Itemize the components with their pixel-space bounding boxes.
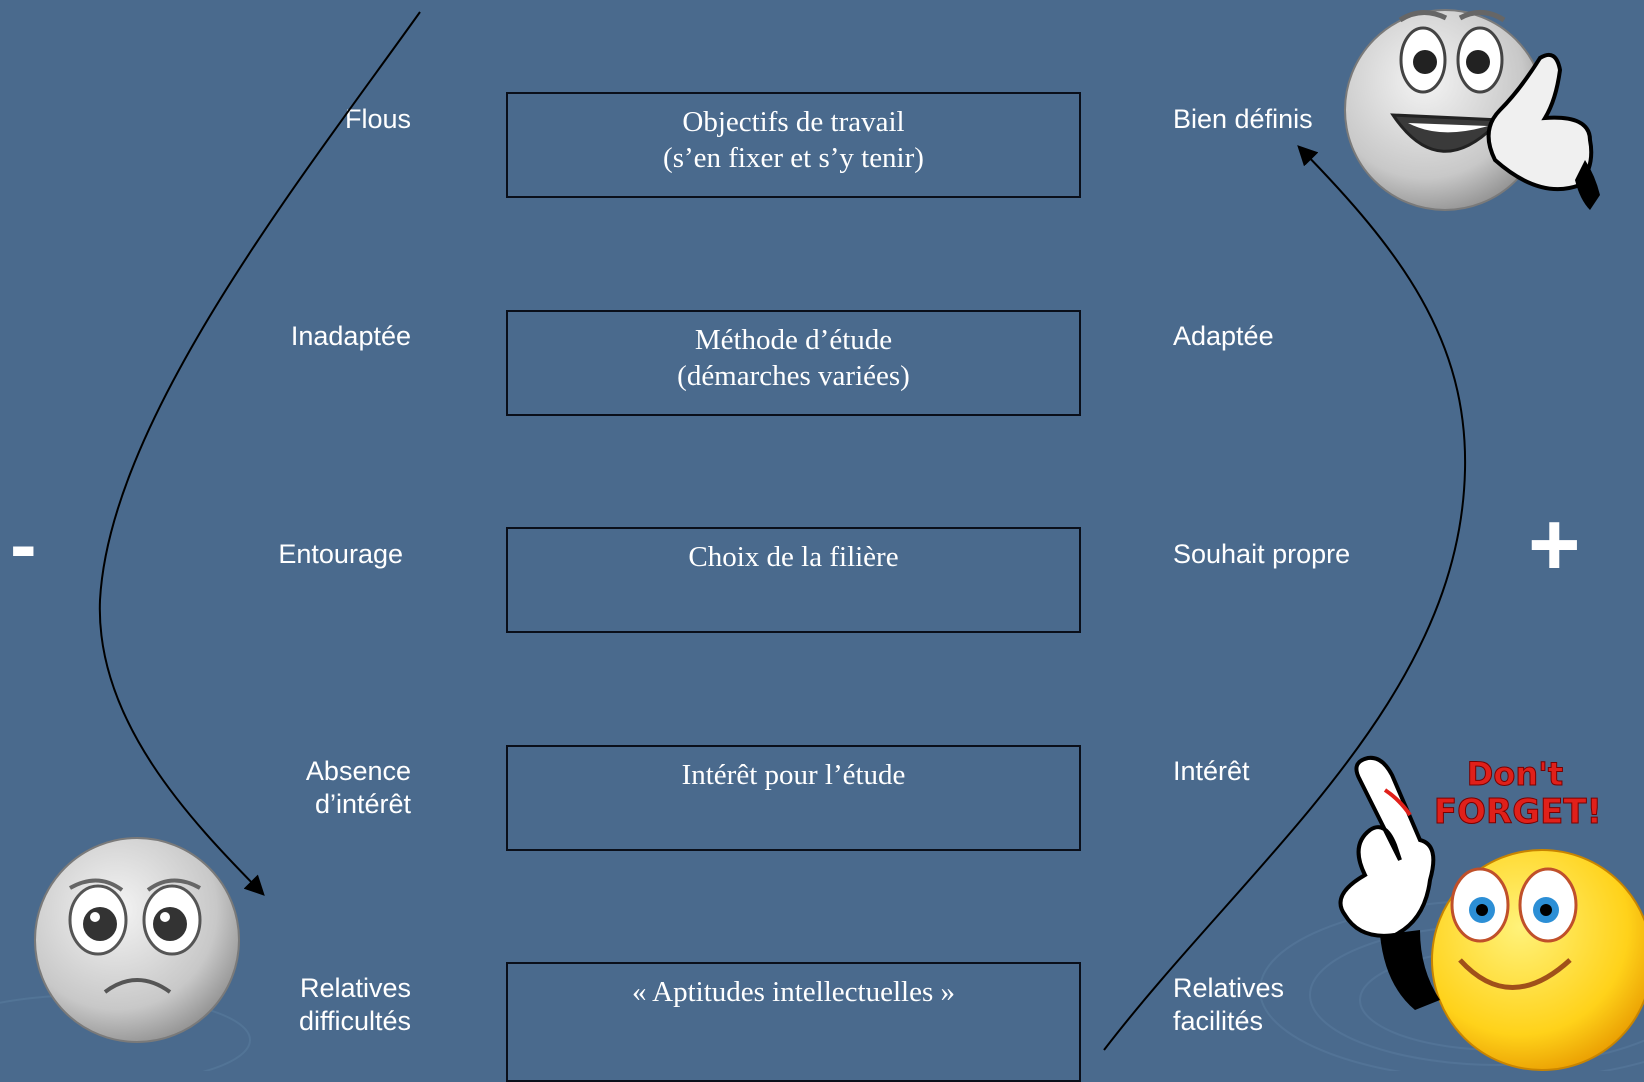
sad-face-icon xyxy=(35,838,239,1042)
sticker-line1: Don't xyxy=(1467,755,1563,793)
sticker-line2: FORGET! xyxy=(1434,792,1602,832)
left-arrow xyxy=(100,12,420,893)
thumbs-up-face-icon xyxy=(1345,10,1600,210)
